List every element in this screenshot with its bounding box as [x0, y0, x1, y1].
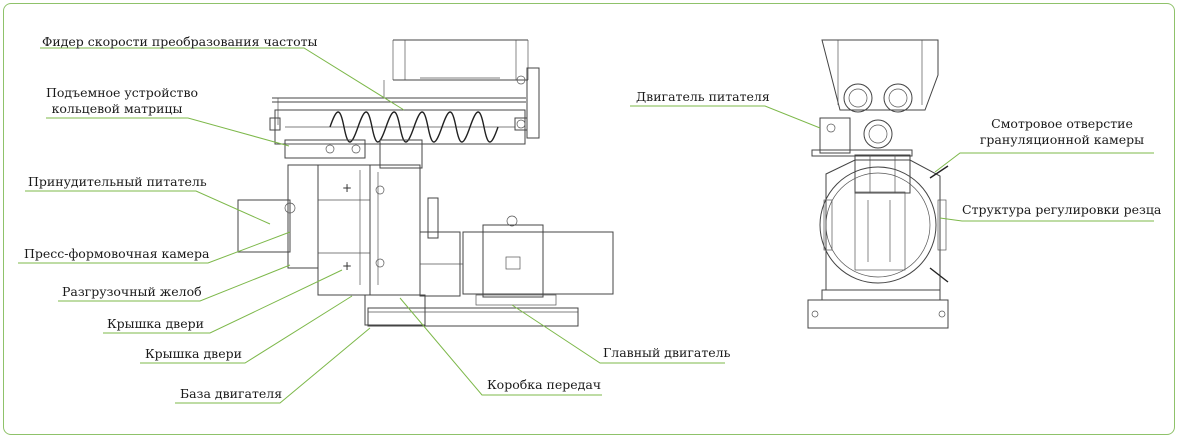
svg-text:+: + [342, 259, 352, 273]
svg-text:+: + [342, 181, 352, 195]
label-motor-base: База двигателя [180, 386, 283, 401]
leader-lines [18, 47, 1154, 404]
leader-ring-die-lift [46, 117, 290, 147]
label-inspection-hole-line2: грануляционной камеры [979, 132, 1145, 147]
label-press-chamber: Пресс-формовочная камера [24, 246, 210, 261]
label-ring-die-lift-line2: кольцевой матрицы [51, 101, 183, 116]
side-view: + + [237, 39, 614, 327]
leader-feeder-motor [630, 105, 821, 129]
leader-door-cover-2 [140, 295, 353, 364]
leader-cutter-adjust [939, 217, 1154, 222]
label-gearbox: Коробка передач [487, 377, 602, 392]
label-door-cover-1: Крышка двери [107, 316, 204, 331]
leader-press-chamber [18, 231, 291, 264]
leader-door-cover-1 [103, 269, 343, 334]
label-ring-die-lift-line1: Подъемное устройство [46, 85, 199, 100]
leader-motor-base [175, 327, 371, 404]
leader-forced-feeder [25, 190, 271, 225]
label-discharge-chute: Разгрузочный желоб [62, 284, 202, 299]
leader-main-motor [511, 304, 725, 364]
label-door-cover-2: Крышка двери [145, 346, 242, 361]
leader-discharge-chute [58, 264, 291, 302]
label-inspection-hole-line1: Смотровое отверстие [991, 116, 1133, 131]
diagram-frame [3, 3, 1175, 435]
label-feeder-motor: Двигатель питателя [636, 89, 770, 104]
label-feeder-speed: Фидер скорости преобразования частоты [42, 34, 318, 49]
front-view [807, 39, 949, 329]
leader-gearbox [399, 297, 602, 396]
leader-feeder-speed [40, 47, 405, 111]
label-cutter-adjust: Структура регулировки резца [962, 202, 1162, 217]
label-main-motor: Главный двигатель [603, 345, 731, 360]
leader-inspection-hole [934, 152, 1154, 173]
label-forced-feeder: Принудительный питатель [28, 174, 207, 189]
